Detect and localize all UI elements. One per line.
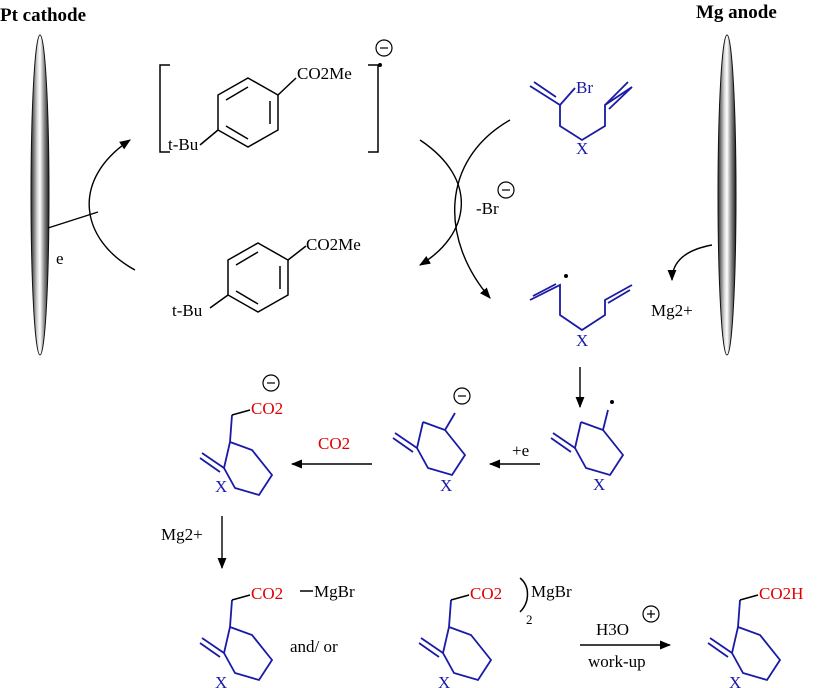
mg-dissolution: Mg2+ — [651, 244, 713, 320]
cyclized-radical: X — [550, 400, 625, 494]
vinyl-radical: X — [529, 274, 633, 350]
mg2plus-label-top: Mg2+ — [651, 301, 693, 320]
tbu-label-top: t-Bu — [168, 135, 199, 154]
x-label-bis: X — [438, 673, 450, 688]
ester-label-bottom: CO2Me — [306, 235, 361, 254]
h3o-label: H3O — [596, 620, 629, 639]
mgbr-label-mono: MgBr — [314, 582, 355, 601]
x-label-substrate: X — [576, 139, 588, 158]
ester-label-top: CO2Me — [297, 64, 352, 83]
bromodiene-substrate: Br X — [529, 78, 633, 158]
neutral-mediator: CO2Me t-Bu — [172, 235, 361, 320]
x-label-acid: X — [729, 673, 741, 688]
x-label-carbanion: X — [440, 476, 452, 495]
carboxylic-acid-product: CO2H X — [707, 584, 803, 688]
pt-cathode: Pt cathode — [0, 5, 86, 356]
mg-anode-label: Mg anode — [696, 2, 777, 23]
mg2plus-label-bottom: Mg2+ — [161, 525, 203, 544]
magnesium-carboxylate-mono: CO2 MgBr X — [199, 582, 355, 688]
x-label-radical: X — [576, 331, 588, 350]
acid-label: CO2H — [759, 584, 803, 603]
mgbr-label-bis: MgBr — [531, 582, 572, 601]
co2-reagent-label: CO2 — [318, 434, 350, 453]
x-label-cyclized-radical: X — [593, 475, 605, 494]
and-or-label: and/ or — [290, 637, 338, 656]
radical-anion-mediator: CO2Me t-Bu — [159, 39, 393, 154]
mono-carboxylate-label: CO2 — [251, 584, 283, 603]
carboxylate-anion: CO2 X — [199, 374, 283, 497]
workup-label: work-up — [588, 652, 646, 671]
bis-carboxylate-label: CO2 — [470, 584, 502, 603]
bromide-loss-label: -Br — [476, 199, 499, 218]
magnesium-carboxylate-bis: CO2 MgBr 2 X — [418, 577, 572, 688]
cathode-electron-transfer: e — [47, 139, 136, 271]
set-arrows: -Br — [419, 119, 515, 299]
pt-cathode-label: Pt cathode — [0, 5, 86, 26]
electron-label: e — [56, 249, 64, 268]
carbanion: X — [392, 387, 471, 495]
mg-anode: Mg anode — [696, 2, 777, 356]
carboxylate-label: CO2 — [251, 399, 283, 418]
plus-e-label: +e — [512, 441, 529, 460]
tbu-label-bottom: t-Bu — [172, 301, 203, 320]
bis-subscript: 2 — [526, 612, 533, 627]
x-label-carboxylate: X — [215, 477, 227, 496]
bromo-label: Br — [576, 78, 593, 97]
x-label-mono: X — [215, 673, 227, 688]
